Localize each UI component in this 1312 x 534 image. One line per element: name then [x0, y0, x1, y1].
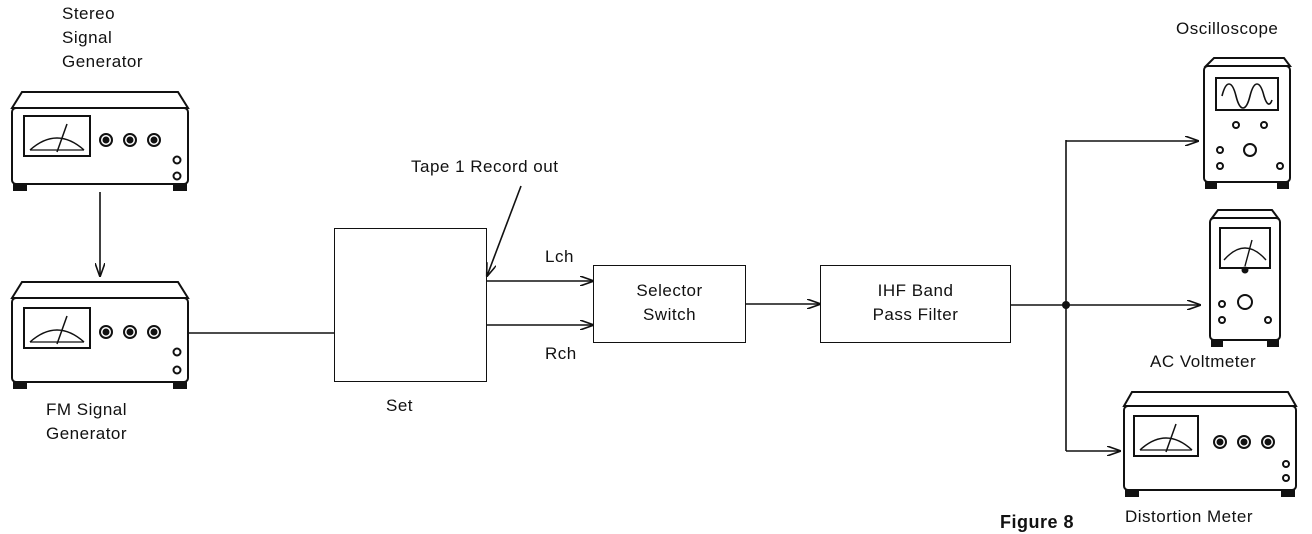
fm-signal-generator-icon — [10, 281, 190, 389]
ihf-band-pass-filter-label: IHF Band Pass Filter — [872, 281, 959, 324]
distortion-meter-icon — [1122, 391, 1298, 497]
rch-label: Rch — [545, 344, 577, 363]
tape-out-pointer-arrow — [487, 185, 522, 276]
ac-voltmeter-icon — [1209, 209, 1281, 347]
figure-caption: Figure 8 — [1000, 512, 1075, 532]
oscilloscope-icon — [1203, 57, 1292, 189]
stereo-signal-generator-label: Stereo Signal Generator — [62, 4, 144, 71]
set-label: Set — [386, 396, 414, 415]
lch-label: Lch — [545, 247, 574, 266]
oscilloscope-label: Oscilloscope — [1176, 19, 1279, 38]
tape-out-label: Tape 1 Record out — [411, 157, 559, 176]
distortion-meter-label: Distortion Meter — [1125, 507, 1253, 526]
selector-switch-label: Selector Switch — [636, 281, 703, 324]
selector-switch-box — [593, 265, 746, 343]
fm-signal-generator-label: FM Signal Generator — [46, 400, 128, 443]
ac-voltmeter-label: AC Voltmeter — [1150, 352, 1257, 371]
set-box — [334, 228, 487, 382]
ihf-band-pass-filter-box — [820, 265, 1011, 343]
stereo-signal-generator-icon — [10, 91, 190, 191]
